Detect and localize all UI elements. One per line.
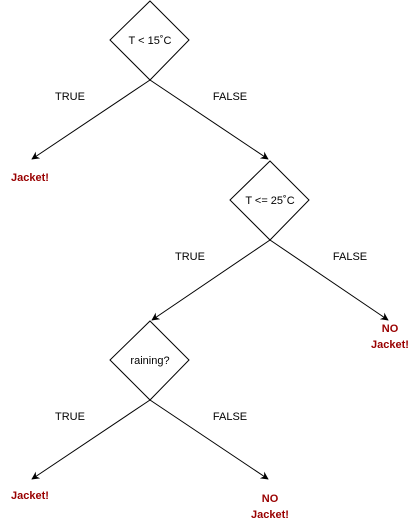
leaf-jacket-raining: Jacket! (11, 490, 49, 502)
leaf-jacket-cold: Jacket! (11, 172, 49, 184)
decision-raining (109, 320, 190, 401)
leaf-no-jacket-dry-line1: NO (262, 493, 279, 505)
edge-label-temp-mid-false: FALSE (333, 251, 367, 263)
edge-temp-low-true (31, 79, 151, 160)
edge-temp-low-false (149, 79, 269, 160)
decision-raining-label: raining? (130, 355, 169, 367)
decision-temp-mid (229, 160, 310, 241)
decision-temp-mid-label: T <= 25˚C (245, 195, 294, 207)
edge-label-temp-low-true: TRUE (55, 91, 85, 103)
edge-label-raining-true: TRUE (55, 411, 85, 423)
edge-label-temp-low-false: FALSE (213, 91, 247, 103)
edge-label-raining-false: FALSE (213, 411, 247, 423)
edge-temp-mid-true (151, 239, 271, 321)
leaf-no-jacket-warm-line1: NO (382, 323, 399, 335)
edge-label-temp-mid-true: TRUE (175, 251, 205, 263)
edge-temp-mid-false (269, 239, 389, 321)
edge-raining-true (31, 399, 151, 480)
leaf-no-jacket-warm-line2: Jacket! (371, 339, 409, 351)
decision-temp-low (109, 0, 190, 81)
decision-temp-low-label: T < 15˚C (129, 35, 172, 47)
leaf-no-jacket-dry-line2: Jacket! (251, 509, 289, 521)
edge-raining-false (149, 399, 269, 480)
